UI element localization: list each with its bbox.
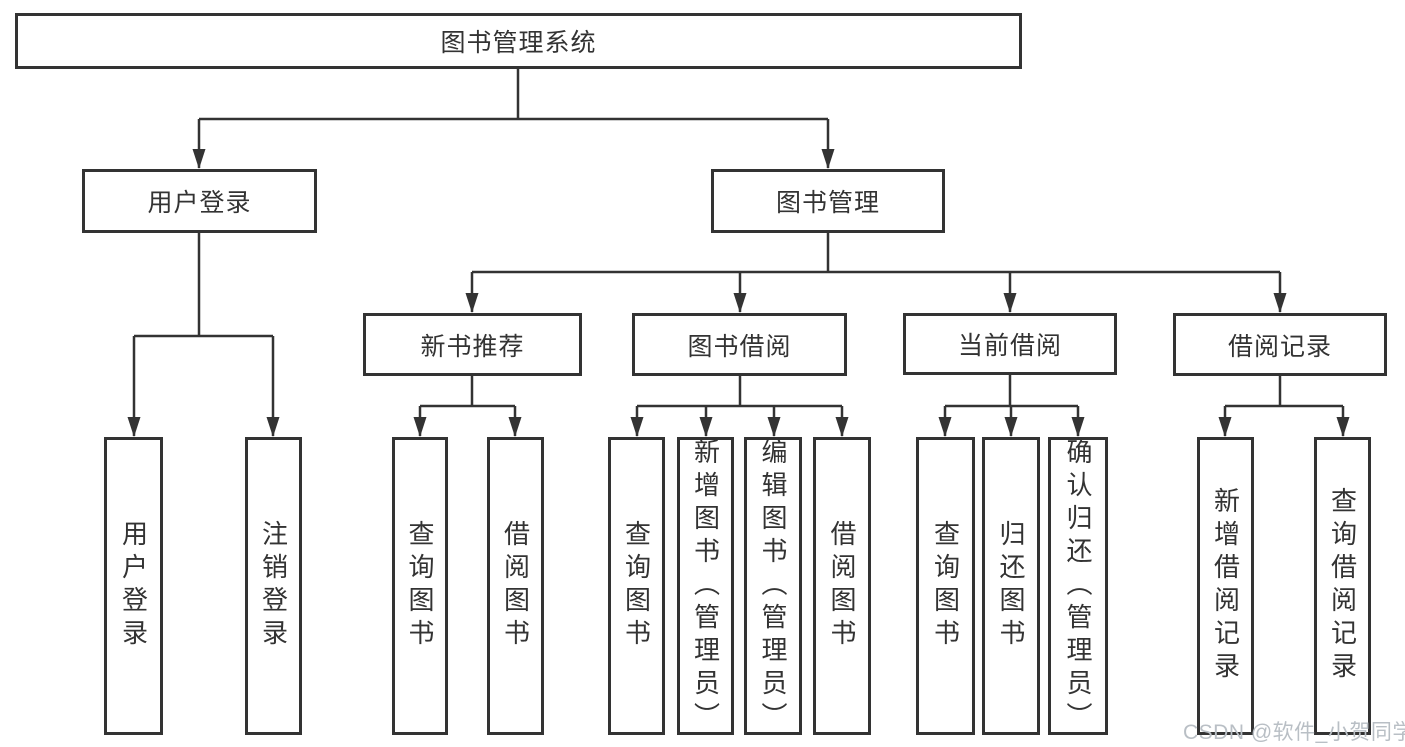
leaf-nb-query-books: 查询图书	[392, 437, 448, 735]
node-label: 图书管理系统	[440, 29, 597, 57]
node-label: 注销登录	[258, 520, 289, 652]
connector-path	[134, 233, 273, 338]
leaf-br-query-record: 查询借阅记录	[1314, 437, 1371, 735]
connector-current-borrow-children	[938, 375, 1085, 437]
node-label: 借阅图书	[500, 520, 531, 652]
leaf-br-add-record: 新增借阅记录	[1197, 437, 1254, 735]
connector-new-book-rec-children	[413, 376, 522, 437]
node-current-borrow: 当前借阅	[903, 313, 1117, 375]
connector-path	[637, 376, 842, 408]
node-book-borrow: 图书借阅	[632, 313, 847, 376]
csdn-watermark: CSDN @软件_小贺同学	[1183, 721, 1405, 744]
node-label: 归还图书	[996, 520, 1026, 652]
connector-book-borrow-children	[630, 376, 849, 437]
node-label: 查询借阅记录	[1327, 487, 1358, 685]
connector-path	[420, 376, 515, 408]
connector-user-login-children	[127, 233, 280, 437]
node-book-mgmt: 图书管理	[711, 169, 945, 233]
node-label: 图书借阅	[687, 332, 792, 361]
leaf-bb-query-books: 查询图书	[608, 437, 665, 735]
node-borrow-records: 借阅记录	[1173, 313, 1387, 376]
node-label: 图书管理	[775, 189, 880, 217]
node-new-book-rec: 新书推荐	[363, 313, 582, 376]
connector-path	[199, 69, 828, 121]
leaf-cb-return-books: 归还图书	[982, 437, 1040, 735]
connector-path	[945, 375, 1078, 408]
leaf-nb-borrow-books: 借阅图书	[487, 437, 544, 735]
leaf-bb-add-books: 新增图书（管理员）	[677, 437, 734, 735]
node-user-login: 用户登录	[82, 169, 317, 233]
node-label: 借阅图书	[827, 520, 857, 652]
node-label: 新书推荐	[420, 332, 525, 361]
node-label: 查询图书	[930, 520, 961, 652]
node-label: 查询图书	[405, 520, 435, 652]
node-label: 新增借阅记录	[1210, 487, 1241, 685]
leaf-bb-borrow-books: 借阅图书	[813, 437, 871, 735]
leaf-bb-edit-books: 编辑图书（管理员）	[744, 437, 802, 735]
leaf-ul-user-login: 用户登录	[104, 437, 163, 735]
connector-borrow-records-children	[1218, 376, 1350, 437]
node-label: 当前借阅	[957, 332, 1062, 360]
connector-path	[1225, 376, 1343, 408]
leaf-cb-confirm-return: 确认归还（管理员）	[1048, 437, 1108, 735]
connector-root-to-level2	[192, 69, 835, 169]
node-root-system: 图书管理系统	[15, 13, 1022, 69]
node-label: 用户登录	[147, 189, 252, 217]
leaf-cb-query-books: 查询图书	[916, 437, 975, 735]
leaf-ul-logout: 注销登录	[245, 437, 302, 735]
node-label: 借阅记录	[1227, 332, 1332, 361]
node-label: 确认归还（管理员）	[1063, 437, 1093, 735]
connector-book-mgmt-children	[465, 233, 1287, 313]
node-label: 查询图书	[621, 520, 652, 652]
node-label: 编辑图书（管理员）	[758, 437, 788, 735]
node-label: 新增图书（管理员）	[690, 437, 721, 735]
connector-path	[472, 233, 1280, 274]
node-label: 用户登录	[118, 520, 149, 652]
